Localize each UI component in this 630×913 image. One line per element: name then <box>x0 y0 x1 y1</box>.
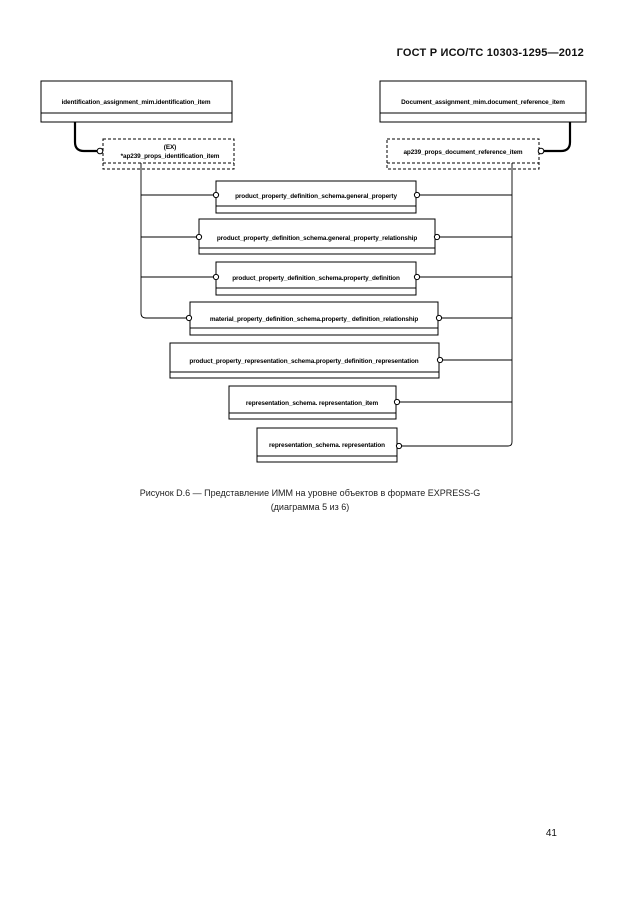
label-general-property: product_property_definition_schema.gener… <box>235 193 397 200</box>
caption-line-2: (диаграмма 5 из 6) <box>270 502 350 512</box>
label-representation: representation_schema. representation <box>269 442 385 449</box>
entity-box-identification-item <box>40 80 233 123</box>
label-document-reference-item: Document_assignment_mim.document_referen… <box>401 99 565 106</box>
label-identification-item: identification_assignment_mim.identifica… <box>62 99 211 106</box>
label-property-definition-relationship: material_property_definition_schema.prop… <box>210 316 418 323</box>
caption-line-1: Рисунок D.6 — Представление ИММ на уровн… <box>139 488 481 498</box>
label-property-definition-representation: product_property_representation_schema.p… <box>189 358 418 365</box>
figure-caption: Рисунок D.6 — Представление ИММ на уровн… <box>60 486 560 514</box>
label-select-identification-item: *ap239_props_identification_item <box>121 153 220 160</box>
document-header: ГОСТ Р ИСО/ТС 10303-1295—2012 <box>396 47 584 59</box>
entity-box-document-reference-item <box>379 80 587 123</box>
select-box-document-reference-item <box>386 138 540 170</box>
select-box-identification-item <box>102 138 235 170</box>
label-select-ex: (EX) <box>164 144 176 151</box>
label-representation-item: representation_schema. representation_it… <box>246 400 379 407</box>
label-select-document-reference-item: ap239_props_document_reference_item <box>403 149 522 156</box>
label-general-property-relationship: product_property_definition_schema.gener… <box>217 235 417 242</box>
express-g-diagram: identification_assignment_mim.identifica… <box>40 80 587 463</box>
label-property-definition: product_property_definition_schema.prope… <box>232 275 400 282</box>
page-number: 41 <box>545 828 557 839</box>
